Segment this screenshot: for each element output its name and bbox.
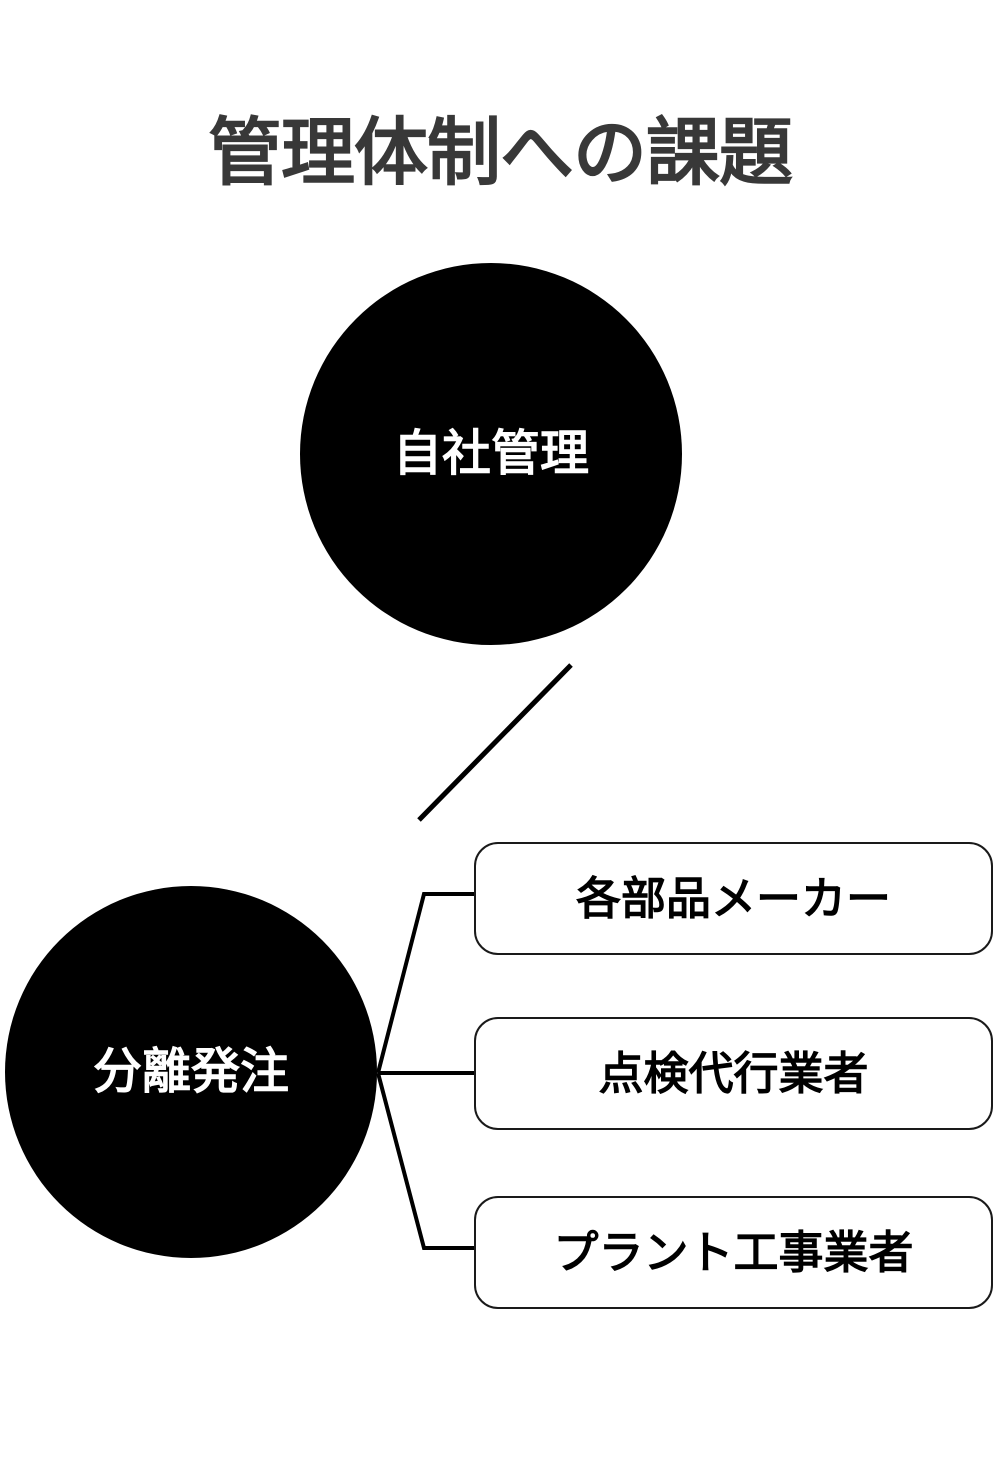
link-separate-to-parts-makers xyxy=(376,892,476,1074)
node-plant-contractor-label: プラント工事業者 xyxy=(553,1227,914,1278)
node-separate-ordering[interactable]: 分離発注 xyxy=(5,886,377,1258)
node-parts-makers-label: 各部品メーカー xyxy=(575,873,891,924)
node-separate-ordering-label: 分離発注 xyxy=(92,1044,289,1099)
link-separate-to-plant-contractor xyxy=(376,1072,476,1250)
node-inspection-agency-label: 点検代行業者 xyxy=(598,1048,869,1099)
node-self-management[interactable]: 自社管理 xyxy=(300,263,682,645)
page-title: 管理体制への課題 xyxy=(208,111,793,194)
node-inspection-agency[interactable]: 点検代行業者 xyxy=(474,1017,993,1130)
link-separate-to-self xyxy=(417,663,573,822)
node-parts-makers[interactable]: 各部品メーカー xyxy=(474,842,993,955)
node-plant-contractor[interactable]: プラント工事業者 xyxy=(474,1196,993,1309)
node-self-management-label: 自社管理 xyxy=(392,426,589,481)
